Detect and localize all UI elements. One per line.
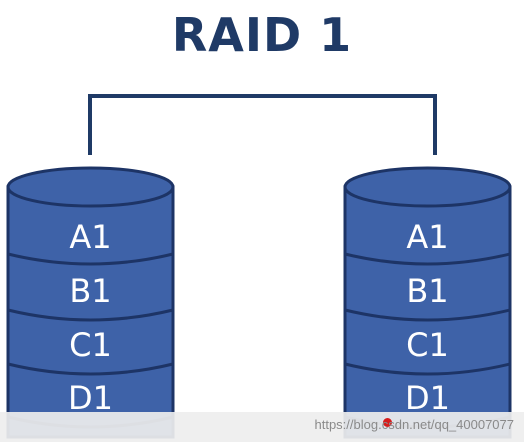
disk-1: A1 B1 C1 D1 <box>6 166 175 439</box>
disk-2: A1 B1 C1 D1 <box>343 166 512 439</box>
disk-2-block-b1: B1 <box>406 272 448 310</box>
watermark-url: https://blog.csdn.net/qq_40007077 <box>314 417 515 432</box>
disk-2-divider <box>344 252 511 266</box>
disk-1-divider <box>7 308 174 322</box>
disk-2-block-a1: A1 <box>406 218 448 256</box>
disk-2-divider <box>344 362 511 376</box>
diagram-title: RAID 1 <box>171 8 353 62</box>
disk-1-body <box>6 185 175 439</box>
disk-1-divider <box>7 362 174 376</box>
red-marker-dot <box>383 418 392 427</box>
watermark-bar <box>0 412 524 442</box>
disk-1-block-b1: B1 <box>69 272 111 310</box>
disk-2-block-c1: C1 <box>406 326 449 364</box>
disk-1-block-d1: D1 <box>68 379 113 417</box>
mirror-connector <box>88 94 437 155</box>
disk-2-divider <box>344 308 511 322</box>
disk-1-divider <box>7 252 174 266</box>
disk-2-block-d1: D1 <box>405 379 450 417</box>
disk-1-block-a1: A1 <box>69 218 111 256</box>
disk-1-block-c1: C1 <box>69 326 112 364</box>
disk-2-top <box>343 166 512 208</box>
disk-1-top <box>6 166 175 208</box>
disk-2-body <box>343 185 512 439</box>
